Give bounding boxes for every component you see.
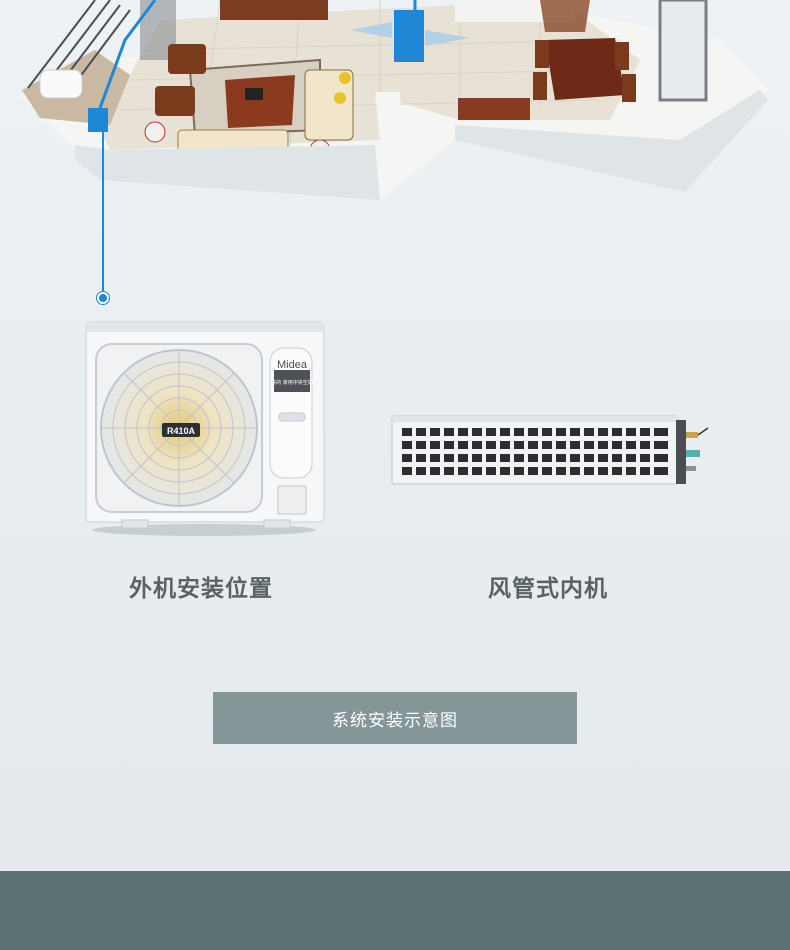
refrigerant-pipe-line: [102, 130, 104, 292]
brand-logo: Midea: [277, 359, 308, 371]
pipe-endpoint-marker: [97, 292, 109, 304]
outdoor-unit-label: 外机安装位置: [129, 576, 273, 602]
installation-diagram-button[interactable]: 系统安装示意图: [213, 692, 577, 744]
indoor-duct-unit-image: [391, 415, 709, 485]
apartment-installation-illustration: [20, 0, 768, 200]
panel-text: 美的 家用中央空调: [271, 379, 313, 386]
outdoor-unit-image: R410A Midea 美的 家用中央空调: [85, 321, 325, 536]
footer-band: [0, 871, 790, 950]
indoor-unit-label: 风管式内机: [488, 576, 608, 602]
refrigerant-badge: R410A: [167, 426, 196, 436]
